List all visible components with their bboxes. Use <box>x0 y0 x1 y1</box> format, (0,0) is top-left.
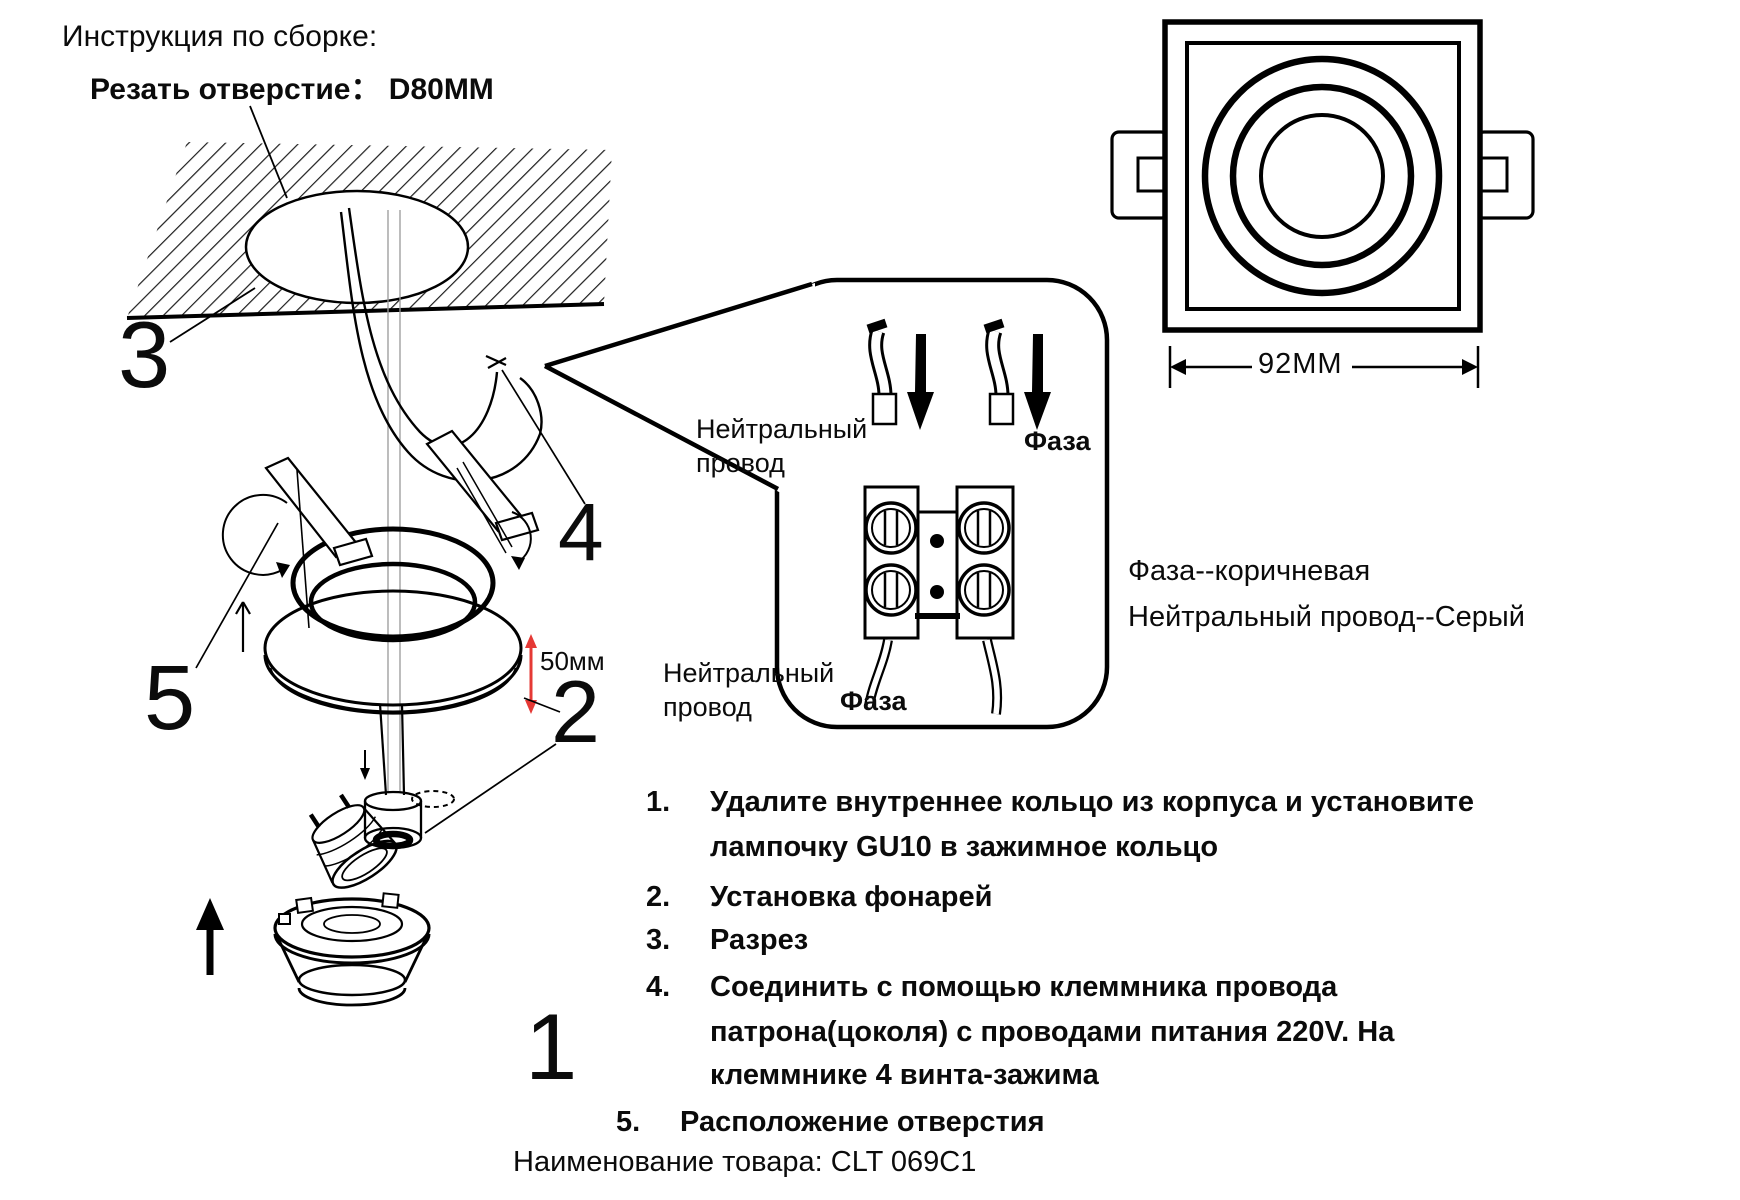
terminal-block <box>863 485 1015 715</box>
mounting-tab <box>1110 130 1170 220</box>
list-text: Соединить с помощью клеммника провода <box>710 971 1338 1003</box>
phase-color-note: Фаза--коричневая <box>1128 555 1371 587</box>
instruction-line: 3. Разрез <box>646 924 808 957</box>
power-wires <box>339 207 543 483</box>
dashed-ellipse <box>411 790 455 808</box>
instruction-line: лампочку GU10 в зажимное кольцо <box>646 831 1218 864</box>
instruction-line: 4. Соединить с помощью клеммника провода <box>646 971 1337 1004</box>
screw-icon <box>864 563 918 617</box>
neutral-wire-label-line1: Нейтральный <box>663 658 835 688</box>
wire-end-icon <box>866 318 934 430</box>
neutral-wire-label-line1: Нейтральный <box>696 414 868 444</box>
callout-number-5: 5 <box>144 647 196 749</box>
cut-hole <box>244 189 470 305</box>
list-number: 5. <box>616 1106 641 1138</box>
gu10-bulb <box>308 793 398 889</box>
callout-number-1: 1 <box>525 994 578 1099</box>
dimension-92mm-label: 92MM <box>1258 348 1343 380</box>
wiring-callout-bubble <box>543 277 1110 730</box>
screw-icon <box>957 501 1011 555</box>
leader-lines <box>195 369 586 834</box>
list-text: Расположение отверстия <box>680 1106 1045 1138</box>
callout-number-4: 4 <box>558 487 604 578</box>
list-text: клеммнике 4 винта-зажима <box>710 1059 1099 1091</box>
neutral-color-note: Нейтральный провод--Серый <box>1128 601 1525 633</box>
dimension-92mm <box>1168 346 1480 388</box>
neutral-wire-label-line2: провод <box>696 448 785 478</box>
instruction-line: 1. Удалите внутреннее кольцо из корпуса и… <box>646 786 1474 819</box>
wire-end-icon <box>983 318 1051 430</box>
spring-clip-left <box>221 456 374 629</box>
wire-knot <box>485 354 507 369</box>
instruction-line: клеммнике 4 винта-зажима <box>646 1059 1099 1092</box>
height-arrow-icon <box>525 634 537 714</box>
down-arrow-icon <box>1024 334 1051 430</box>
list-number: 4. <box>646 971 671 1003</box>
lamp-socket <box>360 750 423 850</box>
neutral-wire-label-top: Нейтральный провод <box>696 412 867 480</box>
list-text: Удалите внутреннее кольцо из корпуса и у… <box>710 786 1474 818</box>
list-text: патрона(цоколя) с проводами питания 220V… <box>710 1016 1395 1048</box>
screw-icon <box>864 501 918 555</box>
instruction-line: патрона(цоколя) с проводами питания 220V… <box>646 1016 1394 1049</box>
phase-label-bottom: Фаза <box>840 686 907 716</box>
page-title: Инструкция по сборке: <box>62 20 378 53</box>
spring-clip-right <box>425 429 540 570</box>
wire-color-note: Фаза--коричневая Нейтральный провод--Сер… <box>1128 548 1525 640</box>
hatched-ceiling-panel <box>126 105 612 343</box>
list-number: 2. <box>646 881 671 913</box>
phase-label-top: Фаза <box>1024 426 1091 456</box>
thin-up-arrow-icon <box>235 601 251 652</box>
fixture-front-view <box>1110 19 1535 333</box>
callout-number-3: 3 <box>118 302 171 407</box>
cut-hole-label: Резать отверстие： D80MM <box>90 73 494 106</box>
trim-ring <box>273 892 431 1007</box>
instruction-line: 5. Расположение отверстия <box>616 1106 1045 1139</box>
callout-number-2: 2 <box>551 662 600 761</box>
list-text: лампочку GU10 в зажимное кольцо <box>710 831 1219 863</box>
product-name: Наименование товара: CLT 069C1 <box>513 1146 977 1178</box>
list-number: 3. <box>646 924 671 956</box>
mounting-ring <box>263 526 523 796</box>
list-text: Установка фонарей <box>710 881 993 913</box>
dimension-50mm-label: 50мм <box>540 646 605 676</box>
up-arrow-icon <box>196 898 224 975</box>
axis-lines <box>387 210 401 792</box>
list-text: Разрез <box>710 924 809 956</box>
down-arrow-icon <box>907 334 934 430</box>
mounting-tab <box>1475 130 1535 220</box>
neutral-wire-label-line2: провод <box>663 692 752 722</box>
instruction-line: 2. Установка фонарей <box>646 881 992 914</box>
list-number: 1. <box>646 786 671 818</box>
screw-icon <box>957 563 1011 617</box>
down-arrow-icon <box>360 750 370 780</box>
neutral-wire-label-bottom: Нейтральный провод <box>663 656 834 724</box>
